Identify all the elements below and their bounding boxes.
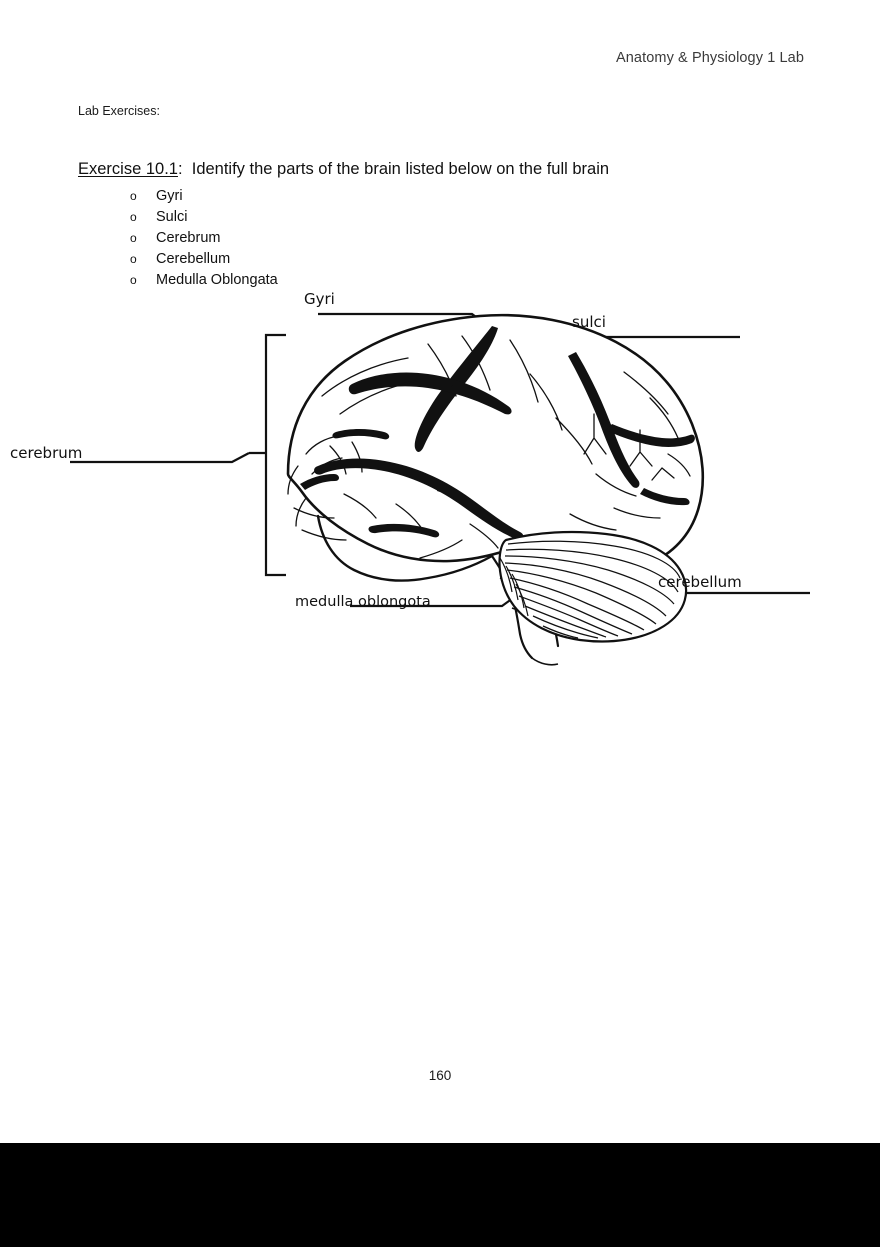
list-item: o Cerebrum [128, 228, 278, 249]
list-item: o Cerebellum [128, 249, 278, 270]
circle-bullet-icon: o [130, 189, 137, 203]
cerebellum-notch-lines [499, 557, 529, 617]
list-item: o Sulci [128, 207, 278, 228]
figure-label-medulla: medulla oblongota [295, 594, 431, 610]
figure-label-sulci: sulci [572, 313, 606, 331]
document-header-title: Anatomy & Physiology 1 Lab [616, 50, 804, 66]
circle-bullet-icon: o [130, 231, 137, 245]
exercise-description: Identify the parts of the brain listed b… [191, 160, 610, 178]
cerebellum [498, 530, 688, 643]
list-item: o Medulla Oblongata [128, 270, 278, 291]
brain-illustration [286, 313, 705, 666]
cerebrum-leader-line [70, 452, 250, 464]
list-item: o Gyri [128, 186, 278, 207]
temporal-lobe-outline [316, 514, 494, 582]
figure-label-cerebellum: cerebellum [658, 573, 742, 591]
brain-diagram-figure: Gyri sulci cerebrum cerebellum medulla o… [0, 278, 880, 678]
sulci-strokes [300, 326, 695, 540]
circle-bullet-icon: o [130, 210, 137, 224]
list-item-label: Cerebellum [156, 251, 231, 267]
list-item-label: Gyri [156, 188, 183, 204]
exercise-number: Exercise 10.1 [78, 160, 178, 178]
exercise-separator: : [177, 160, 183, 178]
viewer-background-gutter [0, 1143, 880, 1247]
cerebrum-bracket [264, 333, 286, 577]
brainstem-base [531, 657, 559, 666]
list-item-label: Cerebrum [156, 230, 221, 246]
circle-bullet-icon: o [130, 252, 137, 266]
exercise-heading: Exercise 10.1: Identify the parts of the… [78, 160, 609, 179]
document-page: Anatomy & Physiology 1 Lab Lab Exercises… [0, 50, 880, 1083]
list-item-label: Medulla Oblongata [156, 272, 278, 288]
figure-label-gyri: Gyri [304, 290, 335, 308]
page-number: 160 [428, 1068, 452, 1083]
list-item-label: Sulci [156, 209, 188, 225]
figure-label-cerebrum: cerebrum [10, 444, 82, 462]
cerebellum-folia [504, 540, 681, 639]
gyri-lines [287, 335, 691, 559]
brain-parts-list: o Gyri o Sulci o Cerebrum o Cerebellum o… [128, 186, 278, 291]
lab-exercises-label: Lab Exercises: [78, 104, 160, 118]
circle-bullet-icon: o [130, 273, 137, 287]
